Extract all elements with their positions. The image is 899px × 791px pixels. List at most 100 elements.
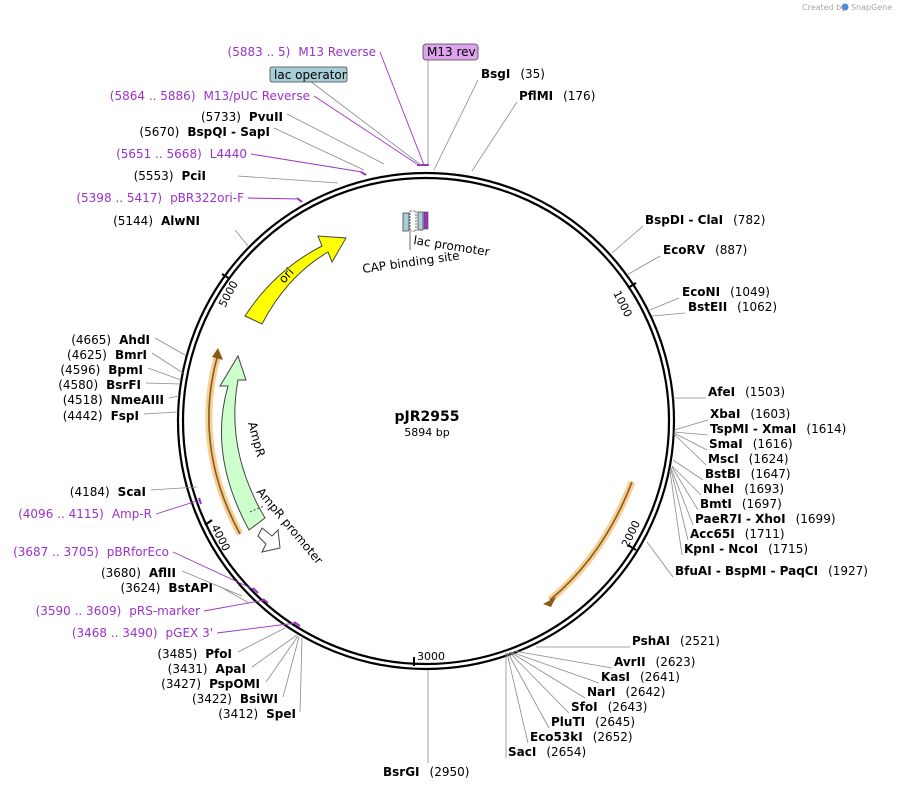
site-position: (5733) xyxy=(201,110,241,124)
site-acc65i: Acc65I(1711) xyxy=(670,469,785,541)
primer-range: (3590 .. 3609) xyxy=(36,604,122,618)
site-name: BstBI xyxy=(705,467,741,481)
site-kpni-ncoi: KpnI - NcoI(1715) xyxy=(669,470,808,556)
primer-name: pBR322ori-F xyxy=(170,191,244,205)
m13-rev-block xyxy=(423,211,429,230)
site-msci: MscI(1624) xyxy=(673,433,789,466)
site-position: (887) xyxy=(715,243,747,257)
site-position: (2623) xyxy=(656,655,696,669)
site-afei: AfeI(1503) xyxy=(673,385,785,399)
site-scai: ScaI(4184) xyxy=(70,485,198,499)
site-name: XbaI xyxy=(710,407,740,421)
site-leader-line xyxy=(671,465,702,496)
site-position: (3431) xyxy=(168,662,208,676)
site-position: (4625) xyxy=(67,348,107,362)
site-leader-line xyxy=(672,459,704,481)
backbone xyxy=(176,171,676,671)
site-sfoi: SfoI(2643) xyxy=(508,651,648,714)
site-spei: SpeI(3412) xyxy=(218,637,303,721)
site-name: KpnI - NcoI xyxy=(684,542,758,556)
site-position: (2643) xyxy=(608,700,648,714)
site-nmeaiii: NmeAIII(4518) xyxy=(63,393,180,407)
site-position: (1603) xyxy=(750,407,790,421)
lac-operator-box xyxy=(269,66,348,83)
backbone-outer-strand xyxy=(176,171,676,671)
site-smai: SmaI(1616) xyxy=(673,432,793,451)
site-name: NmeAIII xyxy=(111,393,164,407)
primer-name: M13/pUC Reverse xyxy=(204,89,311,103)
primer-leader-line xyxy=(250,153,363,173)
site-leader-line xyxy=(150,486,198,491)
m13-rev-label: M13 rev xyxy=(427,45,476,59)
site-position: (782) xyxy=(733,213,765,227)
site-name: PflMI xyxy=(519,89,553,103)
site-position: (4580) xyxy=(58,378,98,392)
backbone-inner-strand xyxy=(181,176,671,666)
primer-leader-line xyxy=(247,197,300,200)
primer-range: (5651 .. 5668) xyxy=(116,147,202,161)
site-position: (2654) xyxy=(546,745,586,759)
site-pluti: PluTI(2645) xyxy=(507,652,635,729)
site-bspdi-clai: BspDI - ClaI(782) xyxy=(611,213,765,254)
site-position: (3412) xyxy=(218,707,258,721)
site-leader-line xyxy=(471,101,518,172)
site-position: (1927) xyxy=(828,564,868,578)
tick-2000 xyxy=(627,544,637,551)
lac-operator-block xyxy=(417,211,424,231)
site-name: NarI xyxy=(587,685,616,699)
ampr-promoter-boundary xyxy=(249,505,265,513)
site-position: (1711) xyxy=(745,527,785,541)
site-position: (1614) xyxy=(806,422,846,436)
primer-range: (3687 .. 3705) xyxy=(13,545,99,559)
site-position: (2645) xyxy=(595,715,635,729)
site-position: (4596) xyxy=(60,363,100,377)
lac-promoter-block xyxy=(409,210,417,232)
snapgene-logo-icon xyxy=(841,3,849,11)
site-leader-line xyxy=(181,570,243,597)
site-bsiwi: BsiWI(3422) xyxy=(192,636,300,706)
primer-leader-line xyxy=(203,599,266,612)
site-leader-line xyxy=(626,255,661,276)
site-leader-line xyxy=(237,626,288,653)
site-leader-line xyxy=(670,467,694,526)
site-name: AvrII xyxy=(614,655,646,669)
site-bmri: BmrI(4625) xyxy=(67,348,184,374)
site-leader-line xyxy=(673,431,709,436)
site-name: ScaI xyxy=(118,485,146,499)
primer-m13-reverse: M13 Reverse(5883 .. 5) xyxy=(228,45,425,166)
orf-right-arc xyxy=(549,481,633,601)
site-leader-line xyxy=(670,469,689,541)
site-bspqi-sapi: BspQI - SapI(5670) xyxy=(139,125,365,171)
site-name: BsrFI xyxy=(106,378,141,392)
site-position: (3485) xyxy=(157,647,197,661)
site-leader-line xyxy=(507,652,550,729)
site-position: (3427) xyxy=(161,677,201,691)
site-name: TspMI - XmaI xyxy=(710,422,796,436)
site-position: (4665) xyxy=(71,333,111,347)
primer-name: Amp-R xyxy=(112,507,152,521)
site-leader-line xyxy=(611,225,644,254)
site-position: (5144) xyxy=(113,214,153,228)
site-leader-line xyxy=(299,637,303,713)
site-position: (1616) xyxy=(753,437,793,451)
tick-label-3000: 3000 xyxy=(417,650,445,663)
site-name: PfoI xyxy=(205,647,232,661)
site-bsgi: BsgI(35) xyxy=(433,67,545,171)
site-name: PshAI xyxy=(632,634,670,648)
site-name: KasI xyxy=(601,670,630,684)
site-name: BpmI xyxy=(108,363,143,377)
credit-brand: SnapGene xyxy=(851,3,892,12)
site-leader-line xyxy=(508,651,570,714)
site-ecorv: EcoRV(887) xyxy=(626,243,747,276)
site-pshai: PshAI(2521) xyxy=(536,634,720,648)
site-bstbi: BstBI(1647) xyxy=(672,459,791,481)
site-leader-line xyxy=(673,432,708,451)
orf-left-arrowhead xyxy=(212,348,223,360)
site-bfuai-bspmi-paqci: BfuAI - BspMI - PaqCI(1927) xyxy=(646,541,868,578)
site-leader-line xyxy=(237,175,339,184)
site-eco53ki: Eco53kI(2652) xyxy=(506,652,633,744)
site-bsrfi: BsrFI (4580) xyxy=(58,378,181,392)
site-leader-line xyxy=(143,411,179,415)
primer-pbrforeco: pBRforEco(3687 .. 3705) xyxy=(13,545,256,591)
primer-name: pGEX 3' xyxy=(166,626,213,640)
